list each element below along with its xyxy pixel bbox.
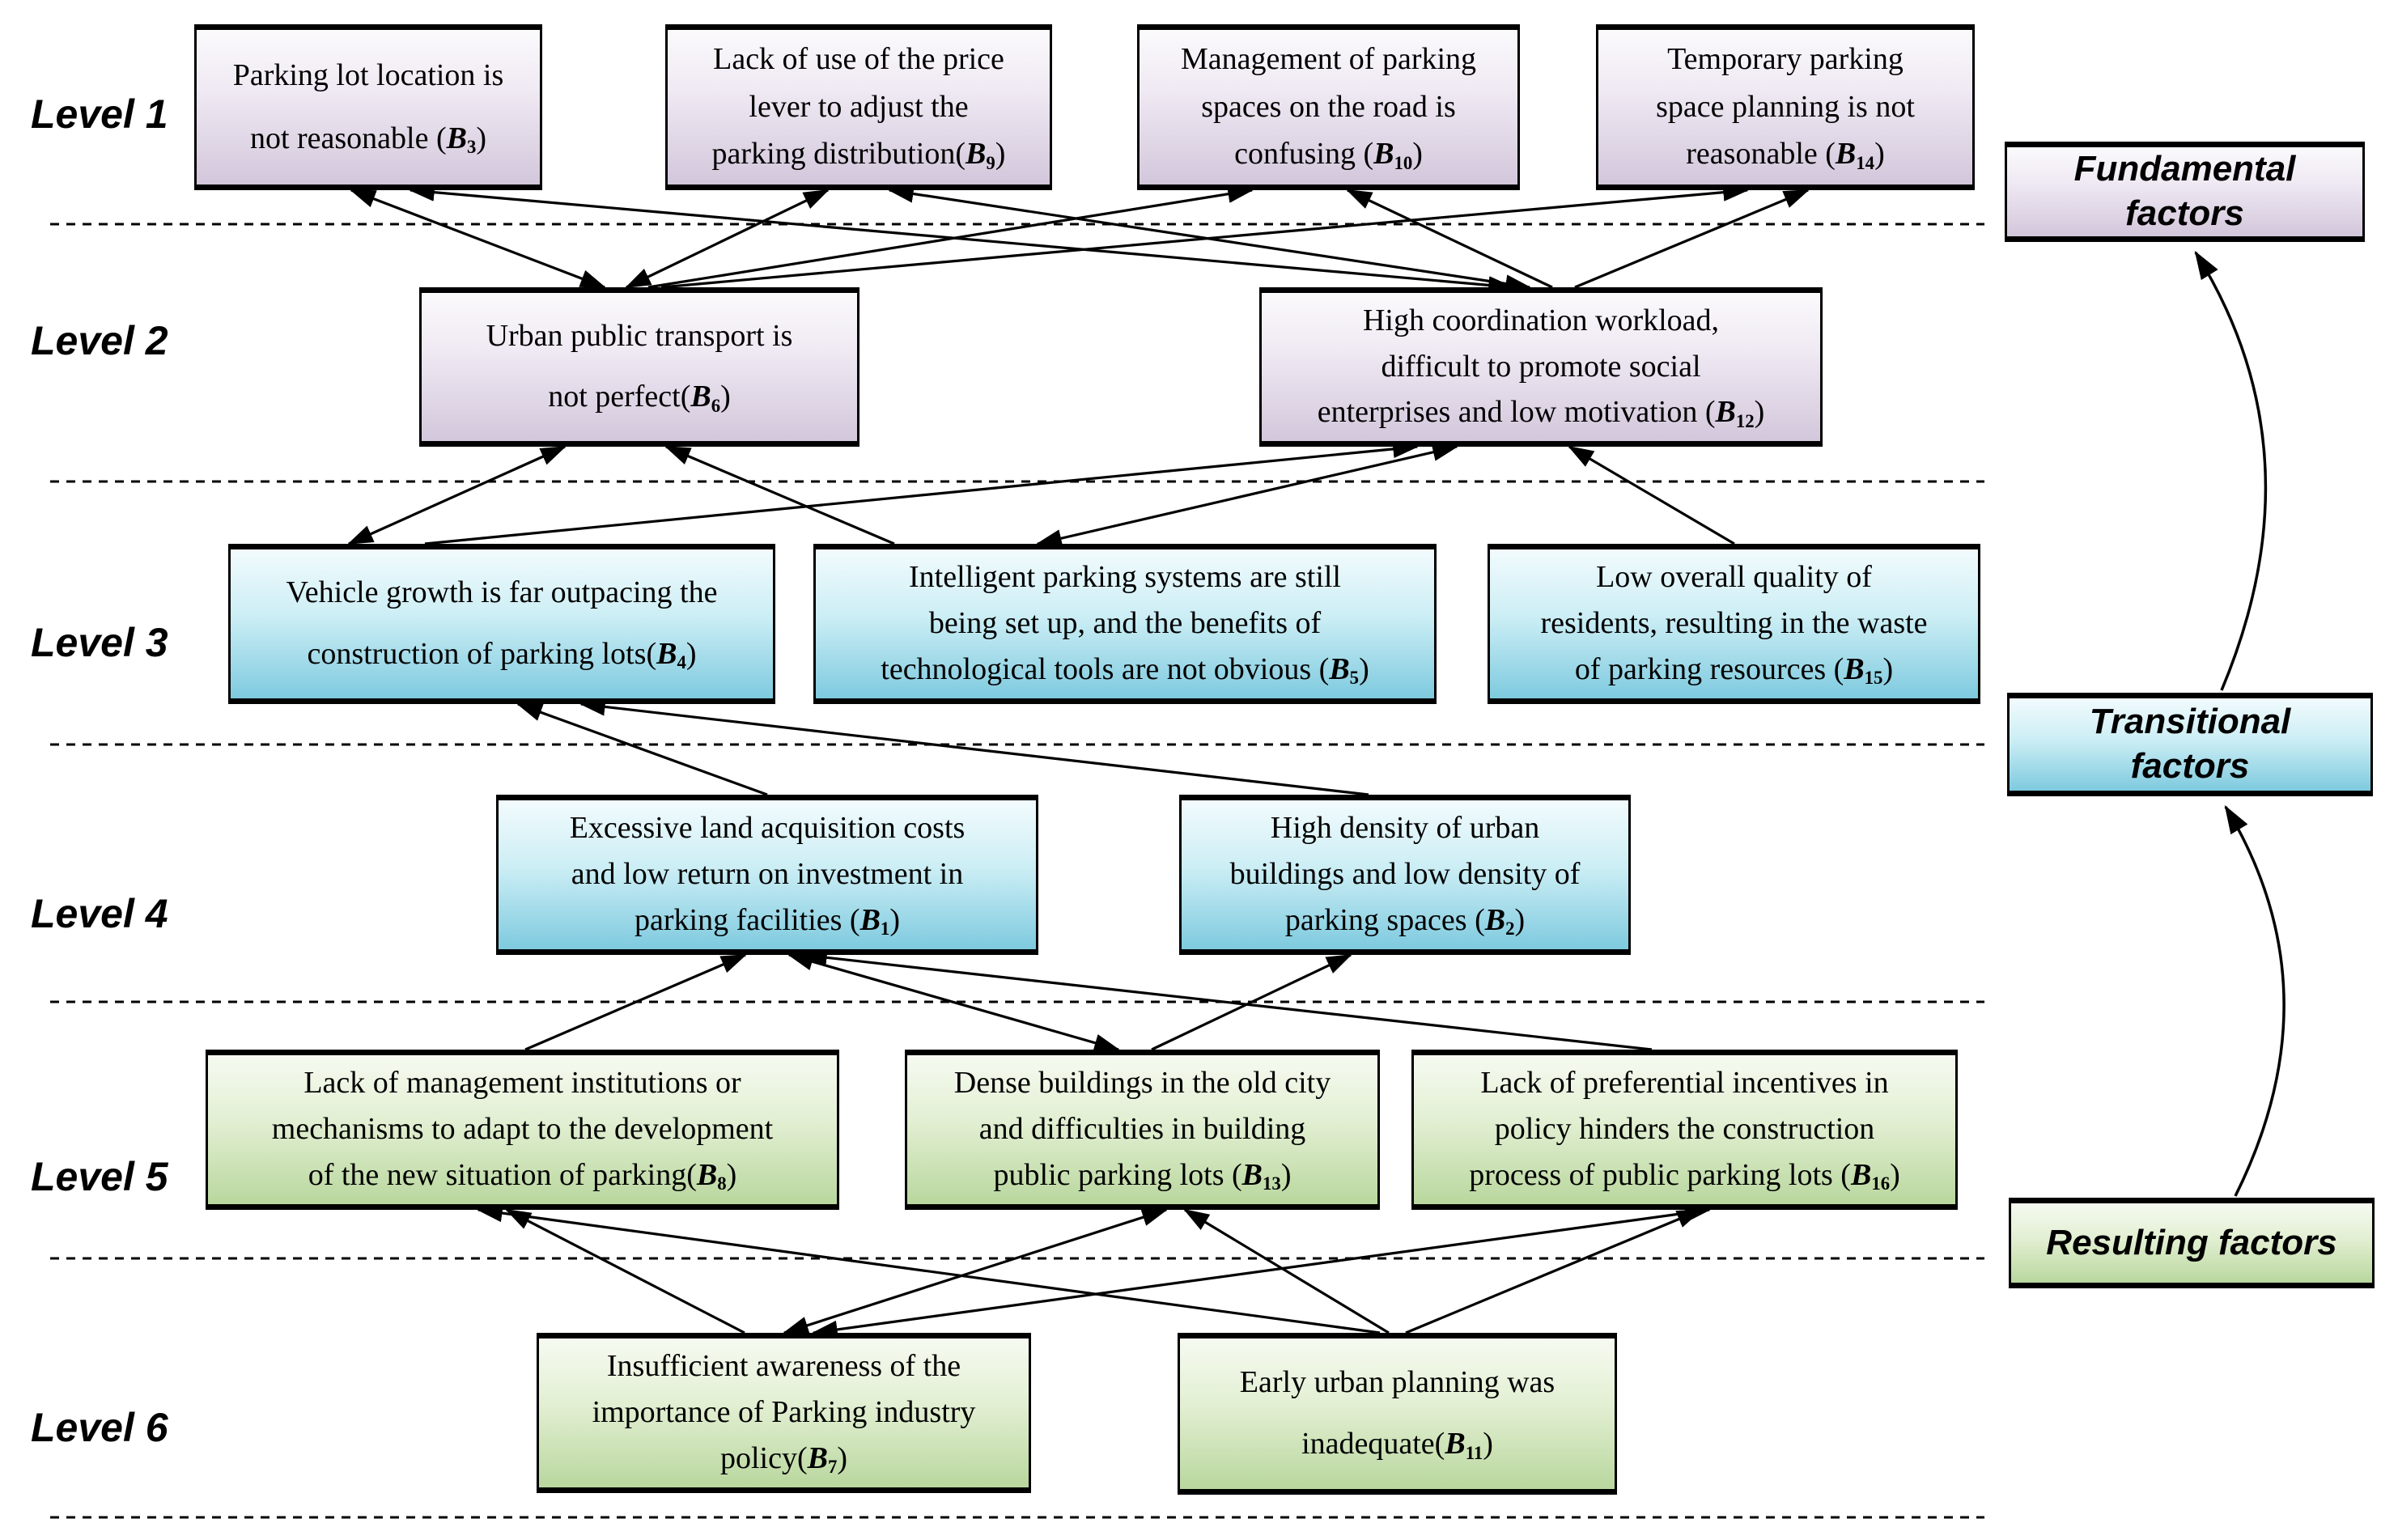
- factor-box-line: Parking lot location is: [232, 57, 504, 92]
- factor-box-line: Urban public transport is: [486, 318, 793, 353]
- factor-box-line: parking spaces (B2): [1284, 903, 1526, 940]
- factor-box-line: Lack of use of the price: [713, 41, 1004, 76]
- edge-B4-B6: [346, 445, 567, 545]
- factor-box-B8: Lack of management institutions or mechan…: [206, 1050, 839, 1210]
- factor-box-B3: Parking lot location is not reasonable (B…: [194, 24, 542, 190]
- factor-box-line: Temporary parking: [1667, 41, 1904, 76]
- factor-box-line: High density of urban: [1270, 811, 1540, 846]
- edge-B13-B2: [1151, 953, 1353, 1051]
- factor-box-line: being set up, and the benefits of: [928, 606, 1322, 641]
- edge-B2-B4: [579, 698, 1369, 796]
- factor-box-line: mechanisms to adapt to the development: [271, 1112, 774, 1147]
- factor-box-B2: High density of urban buildings and low d…: [1179, 795, 1631, 955]
- factor-box-B12: High coordination workload, difficult to …: [1259, 287, 1823, 447]
- legend-box-line: Resulting factors: [2046, 1222, 2337, 1262]
- edge-B12-B9: [887, 185, 1532, 293]
- edge-B1-B4: [516, 702, 768, 796]
- edge-B11-B8: [476, 1203, 1381, 1334]
- factor-box-line: not reasonable (B3): [249, 121, 487, 158]
- legend-box-line: Transitional: [2089, 701, 2291, 741]
- factor-box-line: policy hinders the construction: [1494, 1112, 1875, 1147]
- level-label-3: Level 3: [31, 620, 168, 665]
- factor-box-line: public parking lots (B13): [993, 1158, 1292, 1194]
- factor-box-line: of parking resources (B15): [1574, 652, 1894, 689]
- factor-box-line: Dense buildings in the old city: [953, 1066, 1331, 1101]
- factor-box-B6: Urban public transport is not perfect(B6): [419, 287, 859, 447]
- factor-box-line: Lack of management institutions or: [303, 1066, 741, 1101]
- factor-box-line: difficult to promote social: [1381, 349, 1701, 384]
- legend-box-resulting: Resulting factors: [2009, 1198, 2375, 1288]
- factor-box-line: lever to adjust the: [749, 89, 969, 124]
- edge-B6-B9: [624, 189, 830, 289]
- factor-box-line: not perfect(B6): [548, 380, 731, 416]
- edge-B11-B16: [1405, 1208, 1704, 1334]
- factor-box-line: importance of Parking industry: [592, 1395, 976, 1430]
- factor-box-line: parking distribution(B9): [711, 137, 1006, 173]
- factor-box-line: confusing (B10): [1234, 137, 1423, 173]
- edge-B7-B16: [811, 1203, 1712, 1339]
- level-label-5: Level 5: [31, 1154, 168, 1199]
- edge-B11-B13: [1183, 1208, 1390, 1334]
- factor-box-line: policy(B7): [719, 1441, 848, 1478]
- factor-box-B1: Excessive land acquisition costs and low …: [496, 795, 1038, 955]
- factor-box-line: residents, resulting in the waste: [1540, 606, 1928, 641]
- factor-box-line: reasonable (B14): [1686, 137, 1885, 173]
- factor-box-line: Vehicle growth is far outpacing the: [286, 575, 718, 610]
- edge-B7-B13: [782, 1208, 1169, 1334]
- factor-box-line: Insufficient awareness of the: [606, 1349, 961, 1384]
- level-label-2: Level 2: [31, 318, 168, 363]
- factor-box-line: space planning is not: [1656, 89, 1915, 124]
- factor-box-line: process of public parking lots (B16): [1469, 1158, 1900, 1194]
- level-label-1: Level 1: [31, 91, 168, 137]
- factor-box-line: technological tools are not obvious (B5): [881, 652, 1369, 689]
- edge-B5-B6: [664, 445, 895, 545]
- edge-B16-B1: [800, 948, 1653, 1051]
- edge-B12-B10: [1345, 189, 1553, 289]
- factor-box-line: inadequate(B11): [1301, 1427, 1493, 1463]
- factor-box-B14: Temporary parking space planning is not re…: [1596, 24, 1975, 190]
- factor-box-line: Excessive land acquisition costs: [569, 811, 966, 846]
- factor-box-B7: Insufficient awareness of the importance …: [537, 1333, 1031, 1493]
- legend-box-line: factors: [2130, 746, 2250, 787]
- factor-box-line: Early urban planning was: [1239, 1364, 1556, 1399]
- factor-box-line: of the new situation of parking(B8): [308, 1158, 737, 1194]
- edge-B12-B14: [1574, 189, 1810, 289]
- factor-box-line: buildings and low density of: [1229, 857, 1581, 892]
- legend-box-line: factors: [2125, 193, 2244, 233]
- factor-box-B15: Low overall quality of residents, resulti…: [1488, 544, 1980, 704]
- edge-B13-B1: [787, 952, 1121, 1052]
- factor-box-line: and low return on investment in: [571, 857, 964, 892]
- level-label-6: Level 6: [31, 1405, 168, 1450]
- factor-box-B4: Vehicle growth is far outpacing the const…: [228, 544, 775, 704]
- level-label-4: Level 4: [31, 891, 168, 936]
- factor-box-B11: Early urban planning was inadequate(B11): [1178, 1333, 1617, 1495]
- edge-B5-B12: [1035, 443, 1459, 548]
- factor-box-line: construction of parking lots(B4): [307, 637, 697, 673]
- factor-box-B16: Lack of preferential incentives in policy…: [1411, 1050, 1958, 1210]
- factor-box-line: High coordination workload,: [1362, 303, 1720, 337]
- edge-B15-B12: [1568, 445, 1735, 545]
- legend-box-line: Fundamental: [2073, 149, 2296, 189]
- factor-box-line: and difficulties in building: [978, 1112, 1306, 1147]
- flow-arrow-transitional-to-fundamental: [2194, 250, 2268, 691]
- edge-B8-B1: [524, 953, 748, 1051]
- factor-box-line: Lack of preferential incentives in: [1480, 1066, 1889, 1101]
- edge-B4-B12: [424, 439, 1420, 545]
- legend-box-transitional: Transitional factors: [2007, 693, 2373, 796]
- flow-arrow-resulting-to-transitional: [2224, 804, 2286, 1197]
- edge-B7-B8: [505, 1208, 745, 1334]
- factor-box-B9: Lack of use of the price lever to adjust …: [665, 24, 1052, 190]
- factor-box-line: enterprises and low motivation (B12): [1317, 395, 1765, 431]
- factor-box-line: spaces on the road is: [1201, 89, 1456, 124]
- edge-B12-B3: [408, 183, 1515, 295]
- factor-box-B13: Dense buildings in the old city and diffi…: [905, 1050, 1380, 1210]
- factor-box-B5: Intelligent parking systems are still bei…: [813, 544, 1437, 704]
- factor-box-line: Intelligent parking systems are still: [908, 560, 1341, 595]
- factor-box-B10: Management of parking spaces on the road …: [1137, 24, 1520, 190]
- factor-box-line: Low overall quality of: [1596, 560, 1872, 595]
- factor-box-line: Management of parking: [1180, 41, 1477, 76]
- factor-box-line: parking facilities (B1): [635, 903, 900, 940]
